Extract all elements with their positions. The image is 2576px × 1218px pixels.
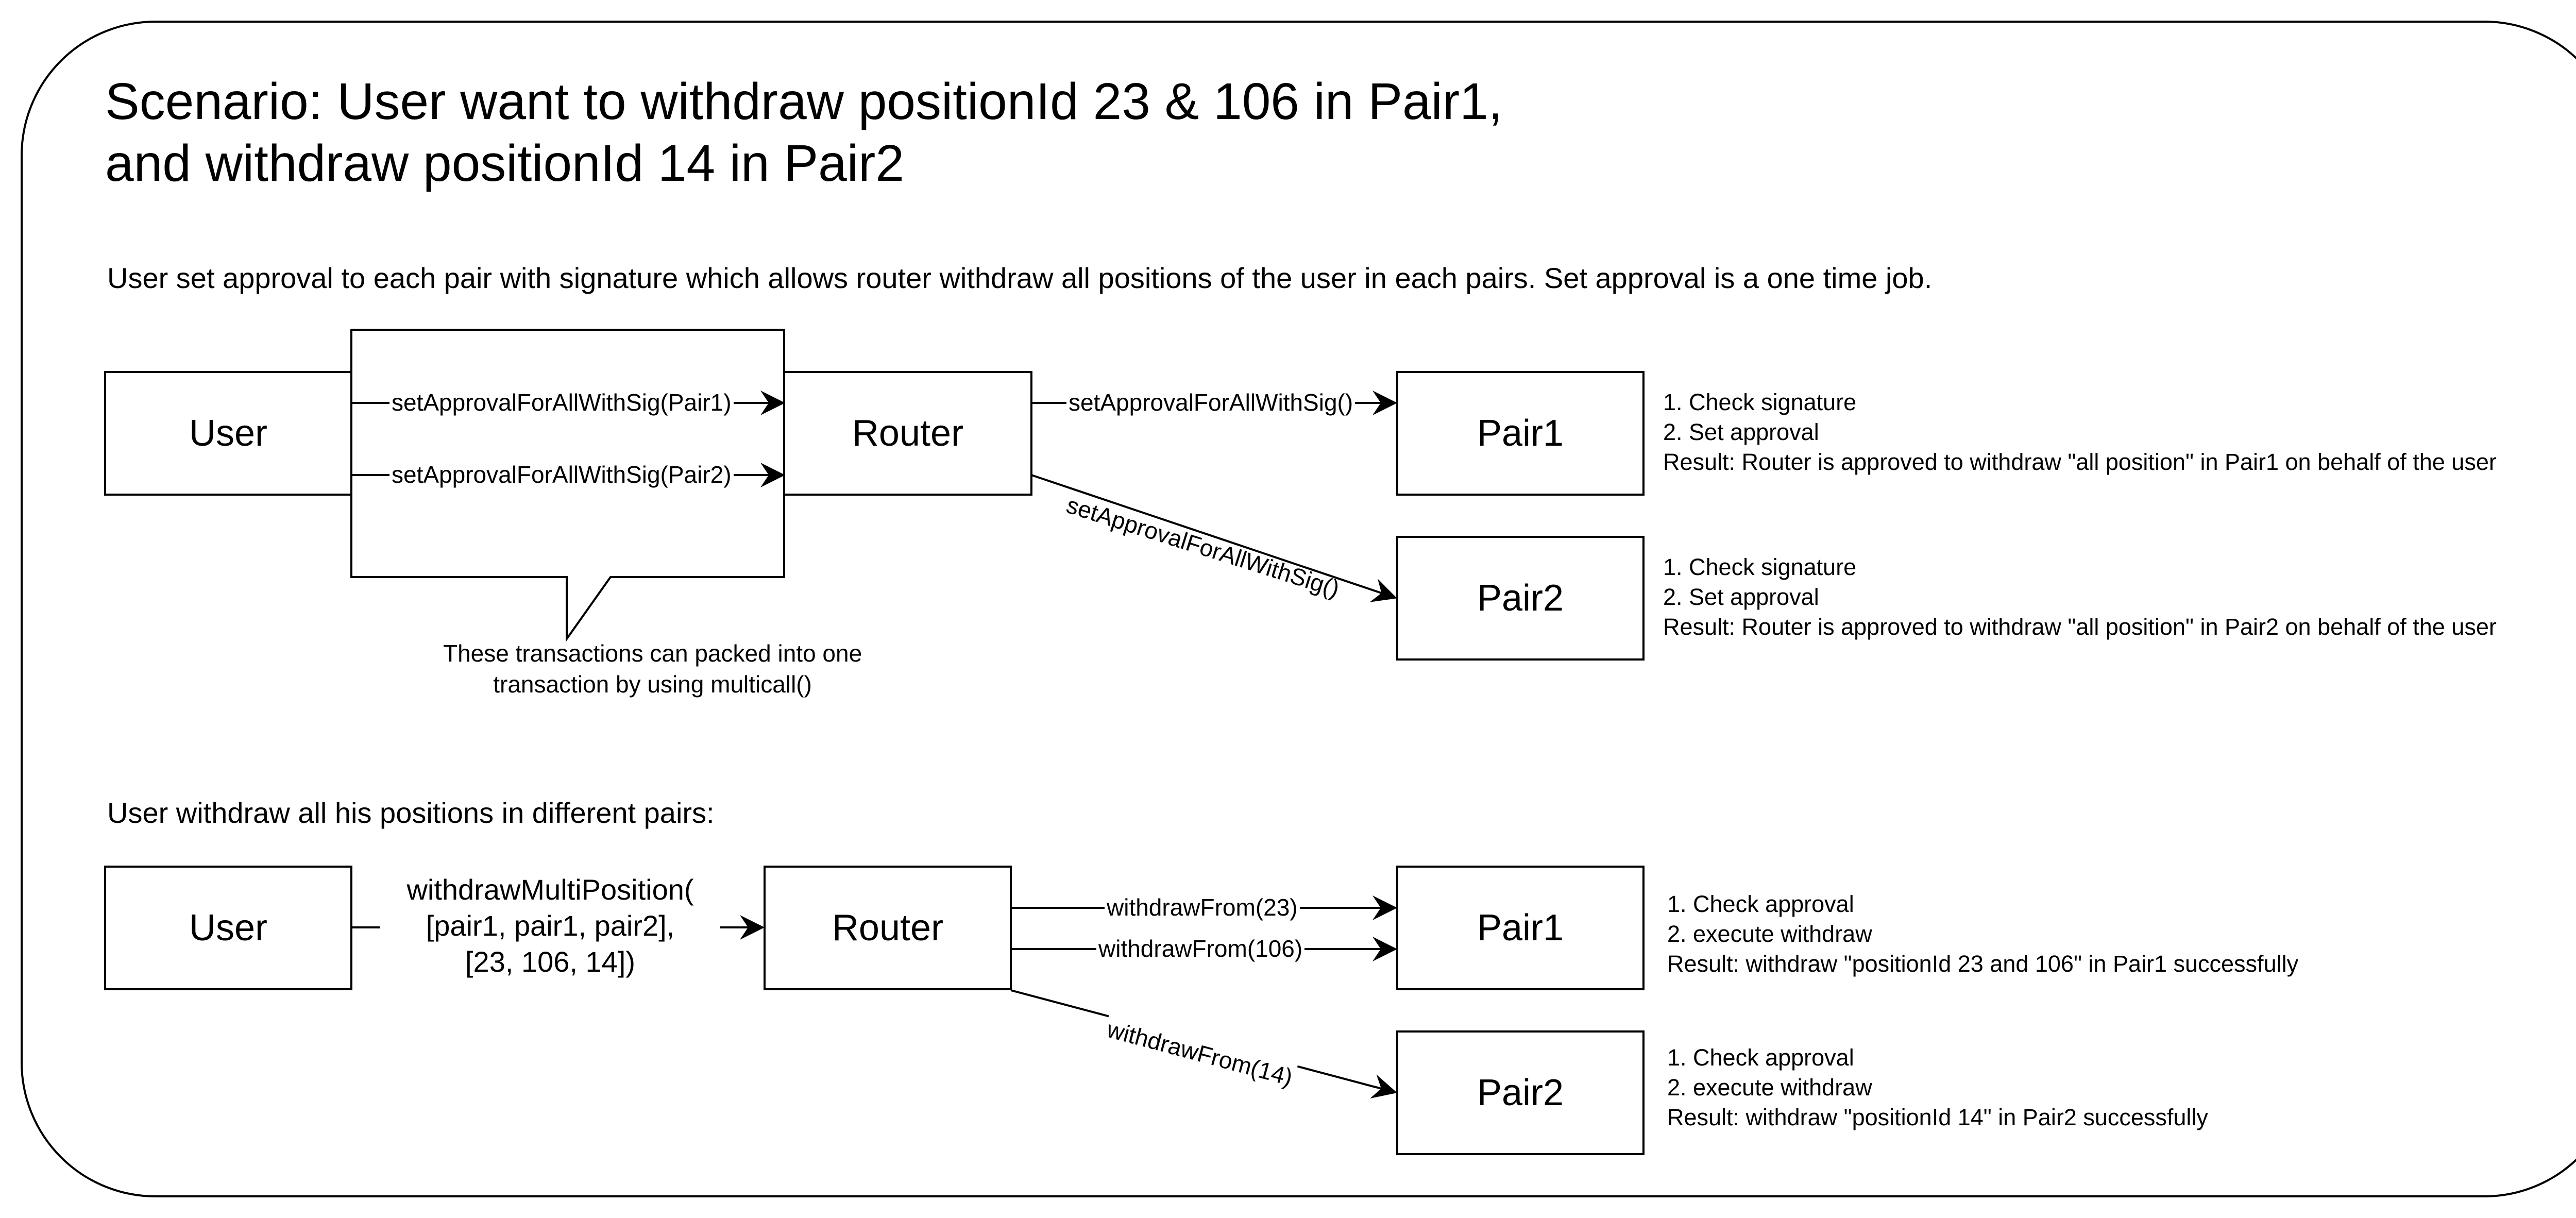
title-line-2: and withdraw positionId 14 in Pair2 [105,134,904,192]
section1-pair1-node: Pair1 [1396,371,1645,496]
note-line: 1. Check signature [1663,554,1857,580]
note-line: 2. execute withdraw [1667,1074,1872,1101]
section2-router-node: Router [764,866,1012,990]
callout-line-2: transaction by using multicall() [493,671,812,698]
note-line: Result: withdraw "positionId 14" in Pair… [1667,1104,2208,1130]
section1-description: User set approval to each pair with sign… [107,262,1933,294]
section2-description: User withdraw all his positions in diffe… [107,797,715,829]
note-line: 2. Set approval [1663,419,1819,445]
note-line: 1. Check signature [1663,389,1857,415]
note-line: 1. Check approval [1667,891,1854,917]
note-line: Result: withdraw "positionId 23 and 106"… [1667,951,2299,977]
edge-label-withdraw-106: withdrawFrom(106) [1096,935,1305,962]
note-line: 2. Set approval [1663,584,1819,610]
callout-line-1: These transactions can packed into one [443,640,862,667]
section1-user-node: User [104,371,352,496]
edge-label-user-router-pair2: setApprovalForAllWithSig(Pair2) [389,461,734,488]
call-line-1: withdrawMultiPosition( [406,873,694,906]
edge-label-user-router-pair1: setApprovalForAllWithSig(Pair1) [389,388,734,416]
section2-pair1-node: Pair1 [1396,866,1645,990]
section1-router-node: Router [783,371,1032,496]
outer-frame [21,21,2576,1197]
call-line-2: [pair1, pair1, pair2], [426,909,675,942]
section1-pair2-node: Pair2 [1396,536,1645,661]
note-line: Result: Router is approved to withdraw "… [1663,449,2497,475]
edge-router-pair2-approval [1031,474,1397,602]
title-line-1: Scenario: User want to withdraw position… [105,73,1503,130]
multicall-callout-text: These transactions can packed into one t… [443,638,862,700]
edge-label-router-pair1: setApprovalForAllWithSig() [1066,388,1355,416]
section1-pair2-note: 1. Check signature 2. Set approval Resul… [1663,552,2497,642]
note-line: Result: Router is approved to withdraw "… [1663,614,2497,640]
section2-pair1-note: 1. Check approval 2. execute withdraw Re… [1667,889,2298,979]
note-line: 1. Check approval [1667,1044,1854,1071]
section2-pair2-node: Pair2 [1396,1030,1645,1155]
withdraw-multi-position-call: withdrawMultiPosition( [pair1, pair1, pa… [380,872,720,980]
section1-pair1-note: 1. Check signature 2. Set approval Resul… [1663,387,2497,477]
call-line-3: [23, 106, 14]) [465,945,635,978]
section2-pair2-note: 1. Check approval 2. execute withdraw Re… [1667,1043,2208,1132]
section2-user-node: User [104,866,352,990]
edge-label-withdraw-23: withdrawFrom(23) [1105,893,1300,921]
note-line: 2. execute withdraw [1667,921,1872,947]
